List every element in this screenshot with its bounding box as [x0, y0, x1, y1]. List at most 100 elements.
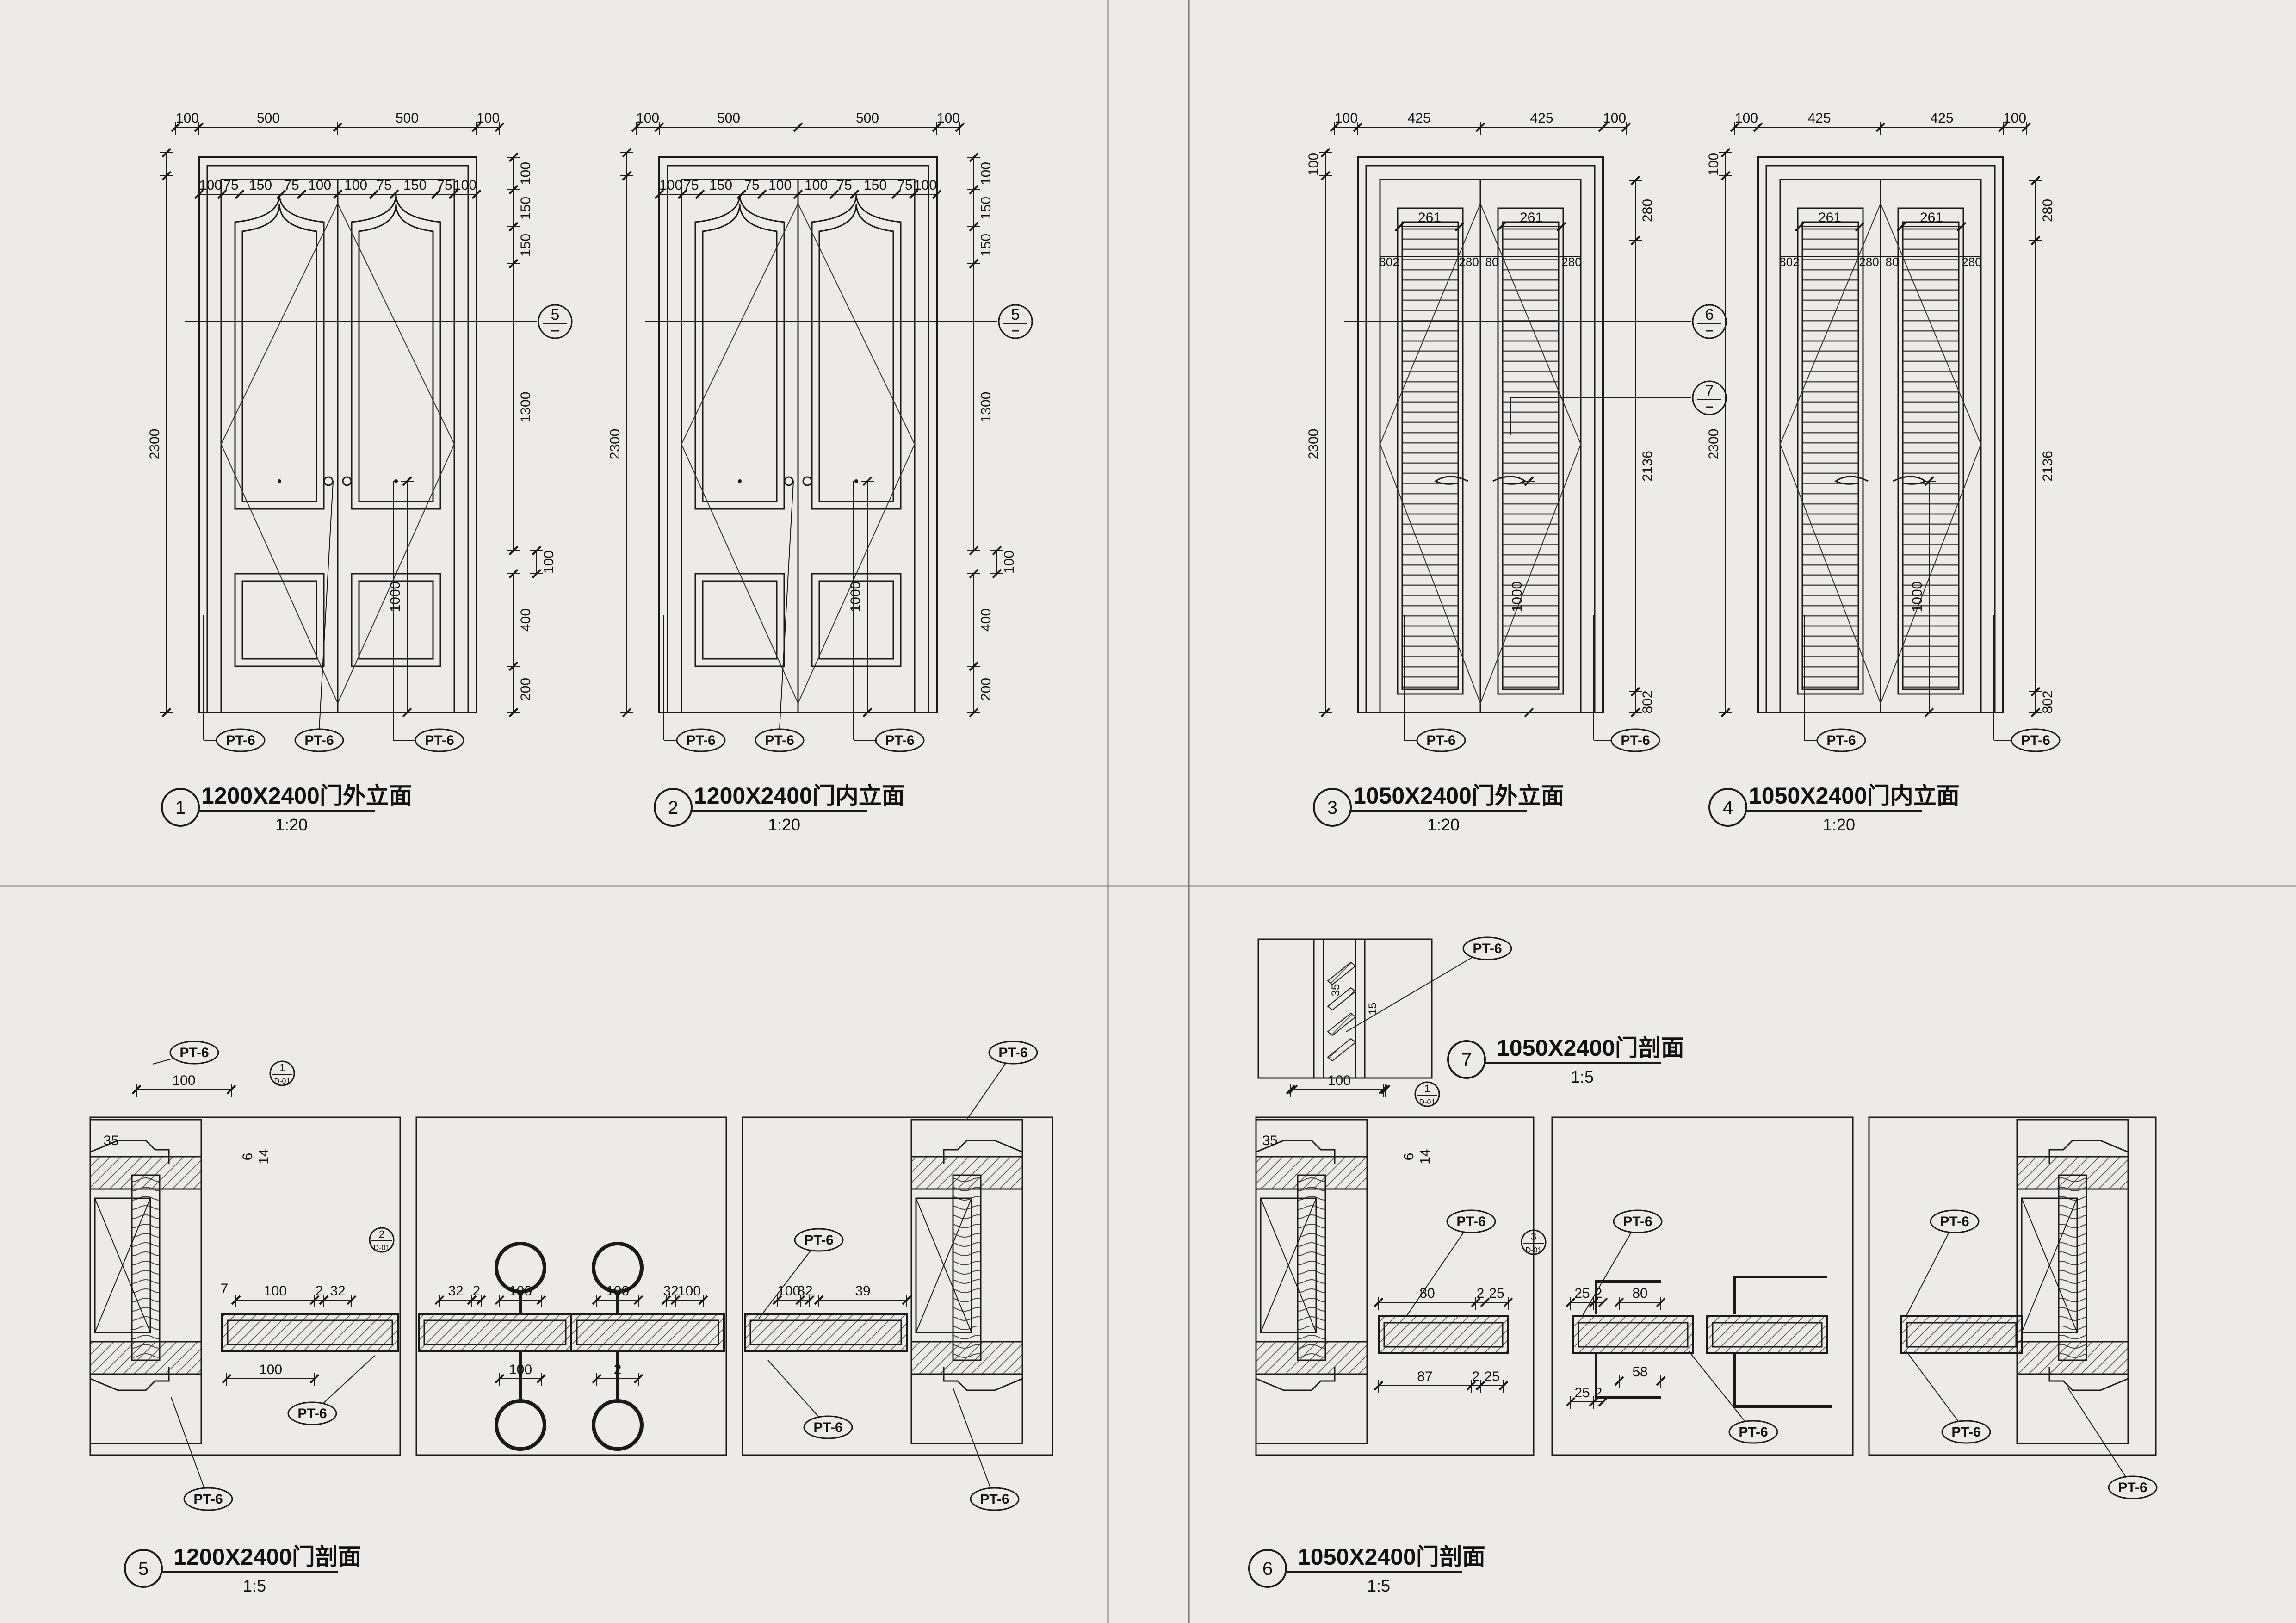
dimension-label: 100 — [2003, 111, 2026, 126]
line — [297, 189, 307, 199]
dimension-label: 425 — [1807, 111, 1831, 126]
drawing-number: 1 — [175, 798, 186, 818]
dimension-label: 280 — [2040, 199, 2055, 222]
dimension-label: 1000 — [388, 582, 403, 613]
dimension-label: 14 — [256, 1149, 272, 1164]
door-leaf — [1706, 1315, 1828, 1354]
dimension-label: 100 — [937, 111, 960, 126]
finish-tag: PT-6 — [767, 1360, 853, 1439]
architrave — [1256, 1367, 1336, 1391]
lever-handle — [1434, 476, 1468, 485]
architrave — [1256, 1140, 1336, 1164]
tag-label: PT-6 — [2021, 733, 2050, 748]
dimension-label: 100 — [1306, 153, 1321, 176]
tag-label: PT-6 — [304, 733, 334, 748]
dimension-label: 261 — [1520, 210, 1543, 225]
dimension-label: 100 — [1603, 111, 1626, 126]
dimension-label: 100 — [541, 551, 557, 574]
dimension-label: 100 — [636, 111, 659, 126]
finish-tag: PT-6 — [1406, 1209, 1496, 1317]
line — [1582, 1221, 1638, 1317]
dimension-label: 100 — [344, 178, 367, 193]
detail-reference: 3D-01 — [1521, 1229, 1547, 1255]
line — [932, 189, 942, 199]
dimension-label: 35 — [103, 1133, 118, 1148]
line — [1394, 222, 1405, 232]
outline — [818, 580, 894, 660]
dimension-label: 1000 — [848, 582, 863, 613]
dimension-label: 75 — [376, 178, 391, 193]
louver-panel — [1902, 221, 1960, 690]
dimension-label: 32 — [663, 1283, 678, 1299]
outline — [1551, 1116, 1854, 1456]
dimension-label: 2 — [1595, 1286, 1603, 1301]
outline — [89, 1119, 202, 1444]
line — [891, 189, 901, 199]
dimension-label: 25 — [1489, 1286, 1504, 1301]
outline — [1260, 1197, 1317, 1333]
finish-tag: PT-6 — [294, 728, 344, 752]
swing-line — [681, 203, 798, 704]
dimension-label: 100 — [1002, 551, 1017, 574]
dimension-label: 280 — [1962, 255, 1981, 269]
callout-number: 5 — [1011, 306, 1020, 323]
dimension-label: 802 — [1379, 255, 1399, 269]
outline — [915, 1197, 972, 1333]
dimension-label: 802 — [1640, 690, 1655, 713]
outline — [702, 580, 778, 660]
drawing-title: 1200X2400门内立面 — [694, 783, 905, 809]
tag-label: PT-6 — [1621, 733, 1650, 748]
finish-tag: PT-6 — [152, 1041, 219, 1065]
dimension-label: 100 — [509, 1283, 532, 1299]
dimension-label: 100 — [1328, 1073, 1351, 1088]
dimension-label: 2300 — [607, 429, 623, 460]
dimension-label: 75 — [284, 178, 299, 193]
ref-circle — [1521, 1229, 1547, 1255]
tag-outline — [1728, 1420, 1778, 1444]
tag-outline — [183, 1487, 233, 1511]
dimension-label: 150 — [518, 197, 533, 220]
detail-reference: 1D-01 — [269, 1060, 295, 1086]
ref-circle — [269, 1060, 295, 1086]
finish-tag: PT-6 — [1688, 1350, 1778, 1444]
drawing-number: 5 — [138, 1559, 149, 1579]
line — [695, 189, 705, 199]
door-leaf — [570, 1313, 725, 1352]
section-callout: 5 — [998, 304, 1033, 339]
dimension-label: 1000 — [1510, 582, 1525, 613]
ref-number: 2 — [379, 1228, 384, 1240]
tag-label: PT-6 — [1826, 733, 1856, 748]
title-block-1: 1 1200X2400门外立面 1:20 — [161, 783, 412, 834]
dimension-label: 75 — [897, 178, 912, 193]
tag-label: PT-6 — [998, 1045, 1027, 1060]
drawing-title: 1050X2400门剖面 — [1497, 1035, 1684, 1061]
drawing-number: 3 — [1327, 798, 1337, 818]
upper-panel-inner — [818, 203, 894, 502]
line — [389, 189, 399, 199]
finish-tag: PT-6 — [1994, 728, 2061, 752]
tag-label: PT-6 — [1739, 1425, 1768, 1440]
knob — [802, 476, 812, 486]
architrave — [943, 1140, 1023, 1164]
dimension-label: 2136 — [2040, 451, 2055, 482]
dimension-label: 280 — [1459, 255, 1479, 269]
handle-dot — [394, 479, 398, 483]
tag-outline — [1446, 1209, 1496, 1233]
tag-label: PT-6 — [179, 1045, 209, 1060]
dimension-label: 100 — [199, 178, 222, 193]
dimension-label: 75 — [683, 178, 699, 193]
dimension-label: 87 — [1417, 1369, 1432, 1384]
dimension-label: 75 — [437, 178, 452, 193]
drawing-scale: 1:5 — [243, 1576, 266, 1595]
swing-line — [337, 203, 455, 704]
outline — [94, 1197, 151, 1333]
drawing-number: 4 — [1723, 798, 1733, 818]
tag-label: PT-6 — [885, 733, 914, 748]
line — [333, 189, 343, 199]
door-leaf — [1378, 1315, 1509, 1354]
door-leaf — [1572, 1315, 1694, 1354]
tag-outline — [1930, 1209, 1980, 1233]
drawing-scale: 1:20 — [768, 815, 800, 834]
